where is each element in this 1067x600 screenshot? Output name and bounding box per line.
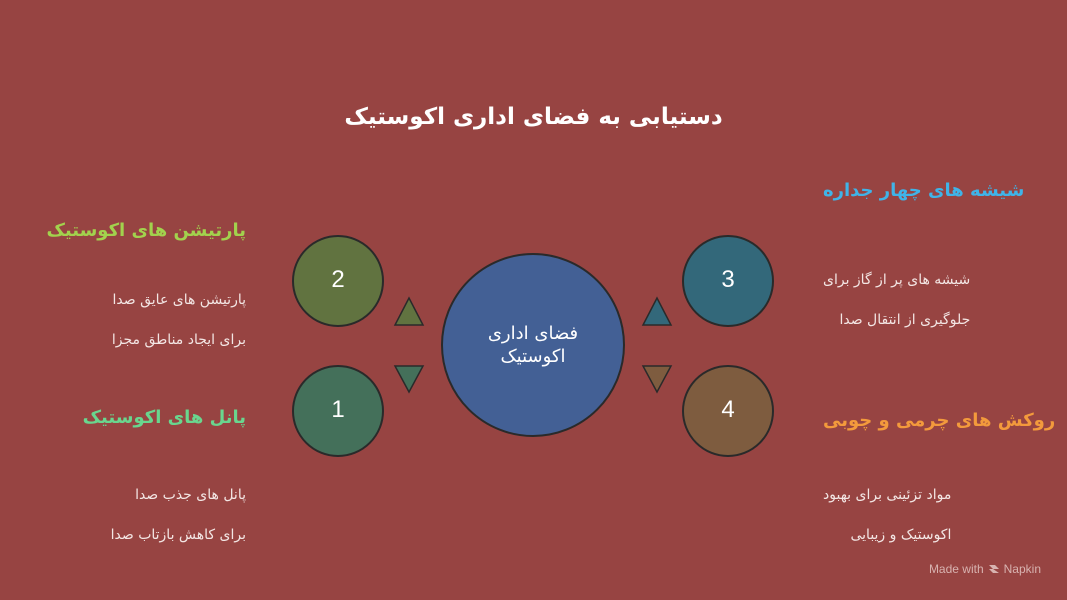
item-1-heading: پانل های اکوستیک: [82, 407, 246, 428]
napkin-brand-text: Napkin: [1003, 562, 1041, 576]
item-1-number: 1: [331, 396, 345, 423]
circle-item-1: [292, 365, 384, 457]
triangle-up-item-3: [641, 296, 673, 326]
item-2-heading: پارتیشن های اکوستیک: [46, 220, 246, 241]
item-1-desc-line2: برای کاهش بازتاب صدا: [110, 527, 246, 543]
circle-item-2: [292, 235, 384, 327]
item-4-number: 4: [721, 396, 735, 423]
center-circle: [441, 253, 625, 437]
triangle-up-item-2: [393, 296, 425, 326]
center-label-line2: اکوستیک: [500, 346, 566, 367]
item-2-description: پارتیشن های عایق صدا برای ایجاد مناطق مج…: [112, 270, 246, 370]
circle-item-3: [682, 235, 774, 327]
made-with-text: Made with: [928, 562, 984, 576]
circle-item-4: [682, 365, 774, 457]
item-3-number: 3: [721, 266, 735, 293]
item-2-number: 2: [331, 266, 345, 293]
item-1-desc-line1: پانل های جذب صدا: [135, 487, 246, 503]
napkin-credit[interactable]: Made with Napkin: [929, 562, 1041, 576]
item-4-heading: روکش های چرمی و چوبی: [823, 410, 1056, 431]
page-title: دستیابی به فضای اداری اکوستیک: [344, 104, 723, 130]
triangle-down-item-1: [393, 365, 425, 394]
triangle-down-item-4: [641, 365, 673, 394]
item-4-desc-line2: اکوستیک و زیبایی: [850, 527, 952, 543]
item-4-desc-line1: مواد تزئینی برای بهبود: [823, 487, 952, 503]
item-1-description: پانل های جذب صدا برای کاهش بازتاب صدا: [111, 465, 246, 565]
item-3-desc-line1: شیشه های پر از گاز برای: [823, 272, 971, 288]
napkin-logo-icon: [988, 565, 999, 573]
item-4-description: مواد تزئینی برای بهبود اکوستیک و زیبایی: [823, 465, 951, 565]
item-2-desc-line1: پارتیشن های عایق صدا: [112, 292, 246, 308]
center-label: فضای اداری اکوستیک: [443, 322, 623, 368]
center-label-line1: فضای اداری: [487, 323, 579, 344]
item-3-desc-line2: جلوگیری از انتقال صدا: [839, 312, 971, 328]
item-3-description: شیشه های پر از گاز برای جلوگیری از انتقا…: [823, 250, 970, 350]
item-2-desc-line2: برای ایجاد مناطق مجزا: [111, 332, 246, 348]
item-3-heading: شیشه های چهار جداره: [823, 180, 1025, 201]
